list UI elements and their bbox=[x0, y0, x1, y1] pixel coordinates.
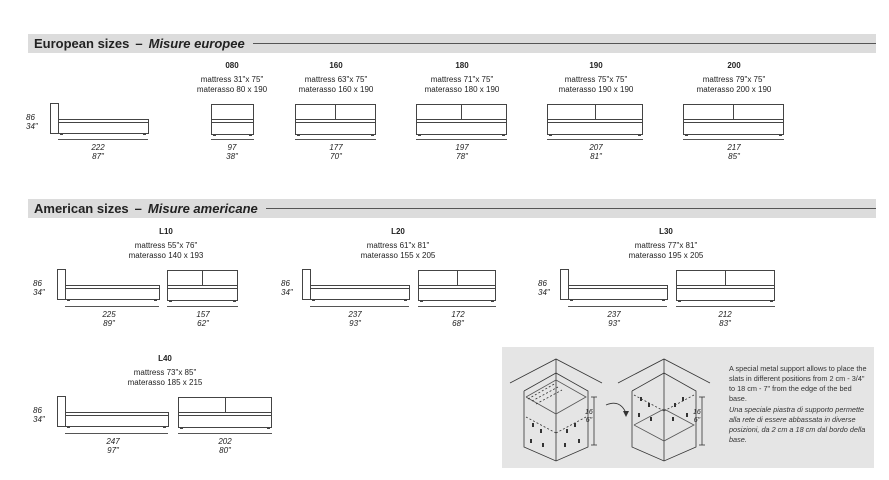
american-sizes-header: American sizes–Misure americane bbox=[28, 199, 876, 218]
bed-side-view-l20 bbox=[302, 269, 410, 301]
size-code-080: 080 bbox=[225, 61, 239, 70]
width-line bbox=[547, 139, 643, 140]
size-code-l20: L20 bbox=[391, 227, 405, 236]
bed-front-view-080 bbox=[211, 104, 254, 136]
mattress-spec-080: mattress 31"x 75"materasso 80 x 190 bbox=[196, 75, 268, 94]
length-line bbox=[310, 306, 409, 307]
bed-side-view-l30 bbox=[560, 269, 668, 301]
length-line bbox=[65, 306, 159, 307]
bed-side-view bbox=[50, 103, 149, 135]
size-code-200: 200 bbox=[727, 61, 741, 70]
section-title: European sizes–Misure europee bbox=[34, 36, 245, 51]
divider bbox=[252, 43, 876, 44]
size-code-180: 180 bbox=[455, 61, 469, 70]
bed-front-view-160 bbox=[295, 104, 376, 136]
length-line bbox=[568, 306, 667, 307]
bed-front-view-l30 bbox=[676, 270, 775, 302]
section-title: American sizes–Misure americane bbox=[34, 201, 258, 216]
size-code-l40: L40 bbox=[158, 354, 172, 363]
width-line bbox=[178, 433, 272, 434]
size-code-190: 190 bbox=[589, 61, 603, 70]
size-code-160: 160 bbox=[329, 61, 343, 70]
width-line bbox=[418, 306, 496, 307]
bed-front-view-l40 bbox=[178, 397, 272, 429]
bed-front-view-l20 bbox=[418, 270, 496, 302]
bed-front-view-180 bbox=[416, 104, 507, 136]
support-text-en: A special metal support allows to place … bbox=[729, 364, 867, 403]
length-line bbox=[58, 139, 148, 140]
support-text-it: Una speciale piastra di supporto permett… bbox=[729, 405, 866, 444]
size-code-l10: L10 bbox=[159, 227, 173, 236]
width-line bbox=[211, 139, 254, 140]
length-line bbox=[65, 433, 168, 434]
bed-side-view-l10 bbox=[57, 269, 160, 301]
mattress-spec-180: mattress 71"x 75"materasso 180 x 190 bbox=[424, 75, 500, 94]
support-description: A special metal support allows to place … bbox=[729, 364, 869, 445]
bed-front-view-200 bbox=[683, 104, 784, 136]
mattress-spec-l40: mattress 73"x 85"materasso 185 x 215 bbox=[127, 368, 203, 387]
european-sizes-header: European sizes–Misure europee bbox=[28, 34, 876, 53]
size-code-l30: L30 bbox=[659, 227, 673, 236]
width-line bbox=[167, 306, 238, 307]
width-line bbox=[416, 139, 507, 140]
width-line bbox=[295, 139, 376, 140]
mattress-spec-160: mattress 63"x 75"materasso 160 x 190 bbox=[298, 75, 374, 94]
mattress-spec-l20: mattress 61"x 81"materasso 155 x 205 bbox=[360, 241, 436, 260]
bed-front-view-l10 bbox=[167, 270, 238, 302]
width-line bbox=[683, 139, 784, 140]
slat-support-illustration bbox=[509, 358, 711, 462]
bed-front-view-190 bbox=[547, 104, 643, 136]
mattress-spec-l10: mattress 55"x 76"materasso 140 x 193 bbox=[128, 241, 204, 260]
bed-side-view-l40 bbox=[57, 396, 169, 428]
width-line bbox=[676, 306, 775, 307]
mattress-spec-l30: mattress 77"x 81"materasso 195 x 205 bbox=[628, 241, 704, 260]
mattress-spec-200: mattress 79"x 75"materasso 200 x 190 bbox=[696, 75, 772, 94]
mattress-spec-190: mattress 75"x 75"materasso 190 x 190 bbox=[558, 75, 634, 94]
divider bbox=[265, 208, 876, 209]
